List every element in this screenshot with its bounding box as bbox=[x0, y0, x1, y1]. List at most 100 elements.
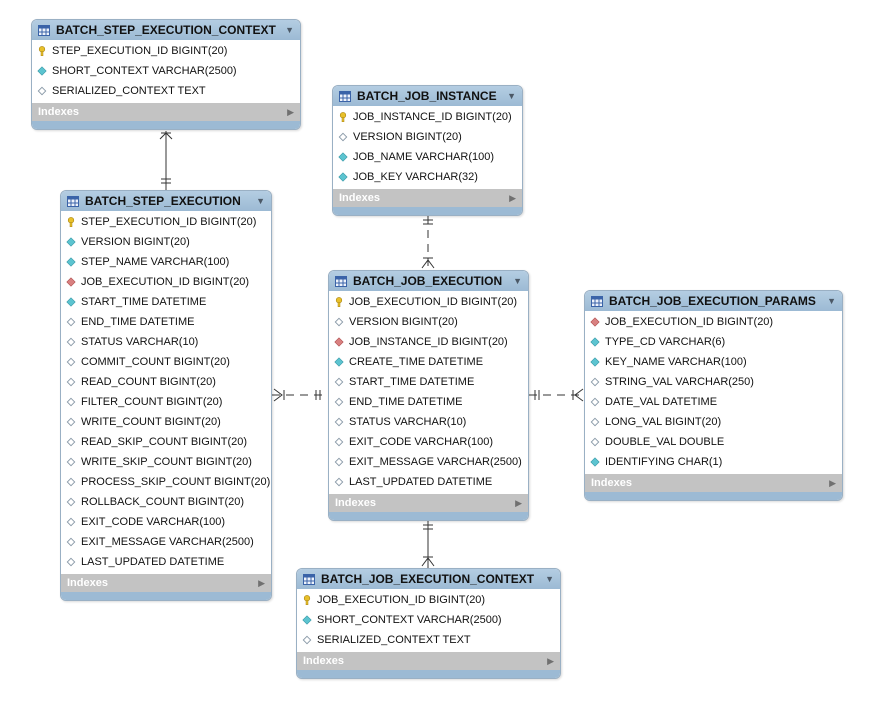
column-text: JOB_EXECUTION_ID BIGINT(20) bbox=[81, 276, 250, 288]
column-row[interactable]: TYPE_CD VARCHAR(6) bbox=[585, 332, 842, 352]
table-batch-step-execution-context[interactable]: BATCH_STEP_EXECUTION_CONTEXT▼STEP_EXECUT… bbox=[31, 19, 301, 130]
expand-triangle-icon[interactable]: ▶ bbox=[509, 192, 516, 203]
collapse-triangle-icon[interactable]: ▼ bbox=[285, 25, 294, 35]
column-text: STATUS VARCHAR(10) bbox=[349, 416, 467, 428]
column-text: ROLLBACK_COUNT BIGINT(20) bbox=[81, 496, 245, 508]
column-row[interactable]: JOB_INSTANCE_ID BIGINT(20) bbox=[329, 332, 528, 352]
expand-triangle-icon[interactable]: ▶ bbox=[287, 106, 294, 117]
column-text: VERSION BIGINT(20) bbox=[349, 316, 458, 328]
expand-triangle-icon[interactable]: ▶ bbox=[547, 655, 554, 666]
column-row[interactable]: STEP_EXECUTION_ID BIGINT(20) bbox=[61, 212, 271, 232]
column-row[interactable]: SHORT_CONTEXT VARCHAR(2500) bbox=[297, 610, 560, 630]
relationship-job-execution-to-job-context[interactable] bbox=[421, 521, 435, 568]
collapse-triangle-icon[interactable]: ▼ bbox=[827, 296, 836, 306]
table-header[interactable]: BATCH_JOB_EXECUTION_CONTEXT▼ bbox=[297, 569, 560, 589]
column-row[interactable]: ROLLBACK_COUNT BIGINT(20) bbox=[61, 492, 271, 512]
indexes-section[interactable]: Indexes ▶ bbox=[32, 103, 300, 121]
column-text: SERIALIZED_CONTEXT TEXT bbox=[317, 634, 471, 646]
column-row[interactable]: DATE_VAL DATETIME bbox=[585, 392, 842, 412]
column-row[interactable]: COMMIT_COUNT BIGINT(20) bbox=[61, 352, 271, 372]
column-row[interactable]: IDENTIFYING CHAR(1) bbox=[585, 452, 842, 472]
nullable-column-icon bbox=[302, 635, 312, 645]
indexes-section[interactable]: Indexes ▶ bbox=[333, 189, 522, 207]
column-row[interactable]: EXIT_MESSAGE VARCHAR(2500) bbox=[61, 532, 271, 552]
nullable-column-icon bbox=[66, 437, 76, 447]
column-row[interactable]: START_TIME DATETIME bbox=[61, 292, 271, 312]
column-row[interactable]: CREATE_TIME DATETIME bbox=[329, 352, 528, 372]
column-row[interactable]: PROCESS_SKIP_COUNT BIGINT(20) bbox=[61, 472, 271, 492]
column-row[interactable]: READ_SKIP_COUNT BIGINT(20) bbox=[61, 432, 271, 452]
column-row[interactable]: WRITE_COUNT BIGINT(20) bbox=[61, 412, 271, 432]
expand-triangle-icon[interactable]: ▶ bbox=[829, 477, 836, 488]
column-row[interactable]: JOB_NAME VARCHAR(100) bbox=[333, 147, 522, 167]
column-row[interactable]: JOB_EXECUTION_ID BIGINT(20) bbox=[585, 312, 842, 332]
column-row[interactable]: LONG_VAL BIGINT(20) bbox=[585, 412, 842, 432]
column-row[interactable]: LAST_UPDATED DATETIME bbox=[329, 472, 528, 492]
table-footer bbox=[32, 121, 300, 129]
column-row[interactable]: JOB_EXECUTION_ID BIGINT(20) bbox=[61, 272, 271, 292]
table-header[interactable]: BATCH_STEP_EXECUTION_CONTEXT▼ bbox=[32, 20, 300, 40]
collapse-triangle-icon[interactable]: ▼ bbox=[513, 276, 522, 286]
column-row[interactable]: END_TIME DATETIME bbox=[329, 392, 528, 412]
column-row[interactable]: WRITE_SKIP_COUNT BIGINT(20) bbox=[61, 452, 271, 472]
not-null-column-icon bbox=[590, 357, 600, 367]
column-row[interactable]: KEY_NAME VARCHAR(100) bbox=[585, 352, 842, 372]
collapse-triangle-icon[interactable]: ▼ bbox=[545, 574, 554, 584]
column-row[interactable]: JOB_INSTANCE_ID BIGINT(20) bbox=[333, 107, 522, 127]
collapse-triangle-icon[interactable]: ▼ bbox=[256, 196, 265, 206]
expand-triangle-icon[interactable]: ▶ bbox=[515, 497, 522, 508]
nullable-column-icon bbox=[334, 477, 344, 487]
column-row[interactable]: VERSION BIGINT(20) bbox=[333, 127, 522, 147]
column-text: DATE_VAL DATETIME bbox=[605, 396, 718, 408]
indexes-label: Indexes bbox=[339, 192, 380, 204]
column-row[interactable]: SERIALIZED_CONTEXT TEXT bbox=[297, 630, 560, 650]
column-row[interactable]: EXIT_CODE VARCHAR(100) bbox=[329, 432, 528, 452]
not-null-column-icon bbox=[66, 297, 76, 307]
indexes-section[interactable]: Indexes▶ bbox=[61, 574, 271, 592]
column-row[interactable]: EXIT_CODE VARCHAR(100) bbox=[61, 512, 271, 532]
nullable-column-icon bbox=[66, 337, 76, 347]
column-row[interactable]: STEP_EXECUTION_ID BIGINT(20) bbox=[32, 41, 300, 61]
column-row[interactable]: SERIALIZED_CONTEXT TEXT bbox=[32, 81, 300, 101]
column-row[interactable]: JOB_KEY VARCHAR(32) bbox=[333, 167, 522, 187]
column-row[interactable]: END_TIME DATETIME bbox=[61, 312, 271, 332]
table-batch-job-execution[interactable]: BATCH_JOB_EXECUTION▼JOB_EXECUTION_ID BIG… bbox=[328, 270, 529, 521]
indexes-section[interactable]: Indexes▶ bbox=[329, 494, 528, 512]
column-row[interactable]: READ_COUNT BIGINT(20) bbox=[61, 372, 271, 392]
expand-triangle-icon[interactable]: ▶ bbox=[258, 577, 265, 588]
nullable-column-icon bbox=[66, 477, 76, 487]
column-row[interactable]: EXIT_MESSAGE VARCHAR(2500) bbox=[329, 452, 528, 472]
column-row[interactable]: SHORT_CONTEXT VARCHAR(2500) bbox=[32, 61, 300, 81]
column-row[interactable]: JOB_EXECUTION_ID BIGINT(20) bbox=[329, 292, 528, 312]
column-row[interactable]: STATUS VARCHAR(10) bbox=[61, 332, 271, 352]
column-row[interactable]: FILTER_COUNT BIGINT(20) bbox=[61, 392, 271, 412]
indexes-label: Indexes bbox=[38, 106, 79, 118]
relationship-job-instance-to-job-execution[interactable] bbox=[421, 216, 435, 270]
table-header[interactable]: BATCH_JOB_INSTANCE▼ bbox=[333, 86, 522, 106]
table-batch-job-instance[interactable]: BATCH_JOB_INSTANCE▼JOB_INSTANCE_ID BIGIN… bbox=[332, 85, 523, 216]
nullable-column-icon bbox=[590, 377, 600, 387]
column-row[interactable]: START_TIME DATETIME bbox=[329, 372, 528, 392]
column-row[interactable]: STEP_NAME VARCHAR(100) bbox=[61, 252, 271, 272]
nullable-column-icon bbox=[66, 517, 76, 527]
column-row[interactable]: STATUS VARCHAR(10) bbox=[329, 412, 528, 432]
column-row[interactable]: LAST_UPDATED DATETIME bbox=[61, 552, 271, 572]
relationship-step-execution-to-step-context[interactable] bbox=[159, 131, 173, 190]
table-batch-job-execution-params[interactable]: BATCH_JOB_EXECUTION_PARAMS▼JOB_EXECUTION… bbox=[584, 290, 843, 501]
table-header[interactable]: BATCH_STEP_EXECUTION▼ bbox=[61, 191, 271, 211]
indexes-section[interactable]: Indexes▶ bbox=[585, 474, 842, 492]
collapse-triangle-icon[interactable]: ▼ bbox=[507, 91, 516, 101]
table-header[interactable]: BATCH_JOB_EXECUTION▼ bbox=[329, 271, 528, 291]
relationship-job-execution-to-params[interactable] bbox=[529, 388, 585, 402]
column-row[interactable]: DOUBLE_VAL DOUBLE bbox=[585, 432, 842, 452]
column-row[interactable]: JOB_EXECUTION_ID BIGINT(20) bbox=[297, 590, 560, 610]
indexes-section[interactable]: Indexes▶ bbox=[297, 652, 560, 670]
relationship-step-execution-to-job-execution[interactable] bbox=[272, 388, 328, 402]
column-row[interactable]: VERSION BIGINT(20) bbox=[329, 312, 528, 332]
table-header[interactable]: BATCH_JOB_EXECUTION_PARAMS▼ bbox=[585, 291, 842, 311]
nullable-column-icon bbox=[334, 437, 344, 447]
table-batch-step-execution[interactable]: BATCH_STEP_EXECUTION▼STEP_EXECUTION_ID B… bbox=[60, 190, 272, 601]
column-row[interactable]: STRING_VAL VARCHAR(250) bbox=[585, 372, 842, 392]
column-row[interactable]: VERSION BIGINT(20) bbox=[61, 232, 271, 252]
table-batch-job-execution-context[interactable]: BATCH_JOB_EXECUTION_CONTEXT▼JOB_EXECUTIO… bbox=[296, 568, 561, 679]
